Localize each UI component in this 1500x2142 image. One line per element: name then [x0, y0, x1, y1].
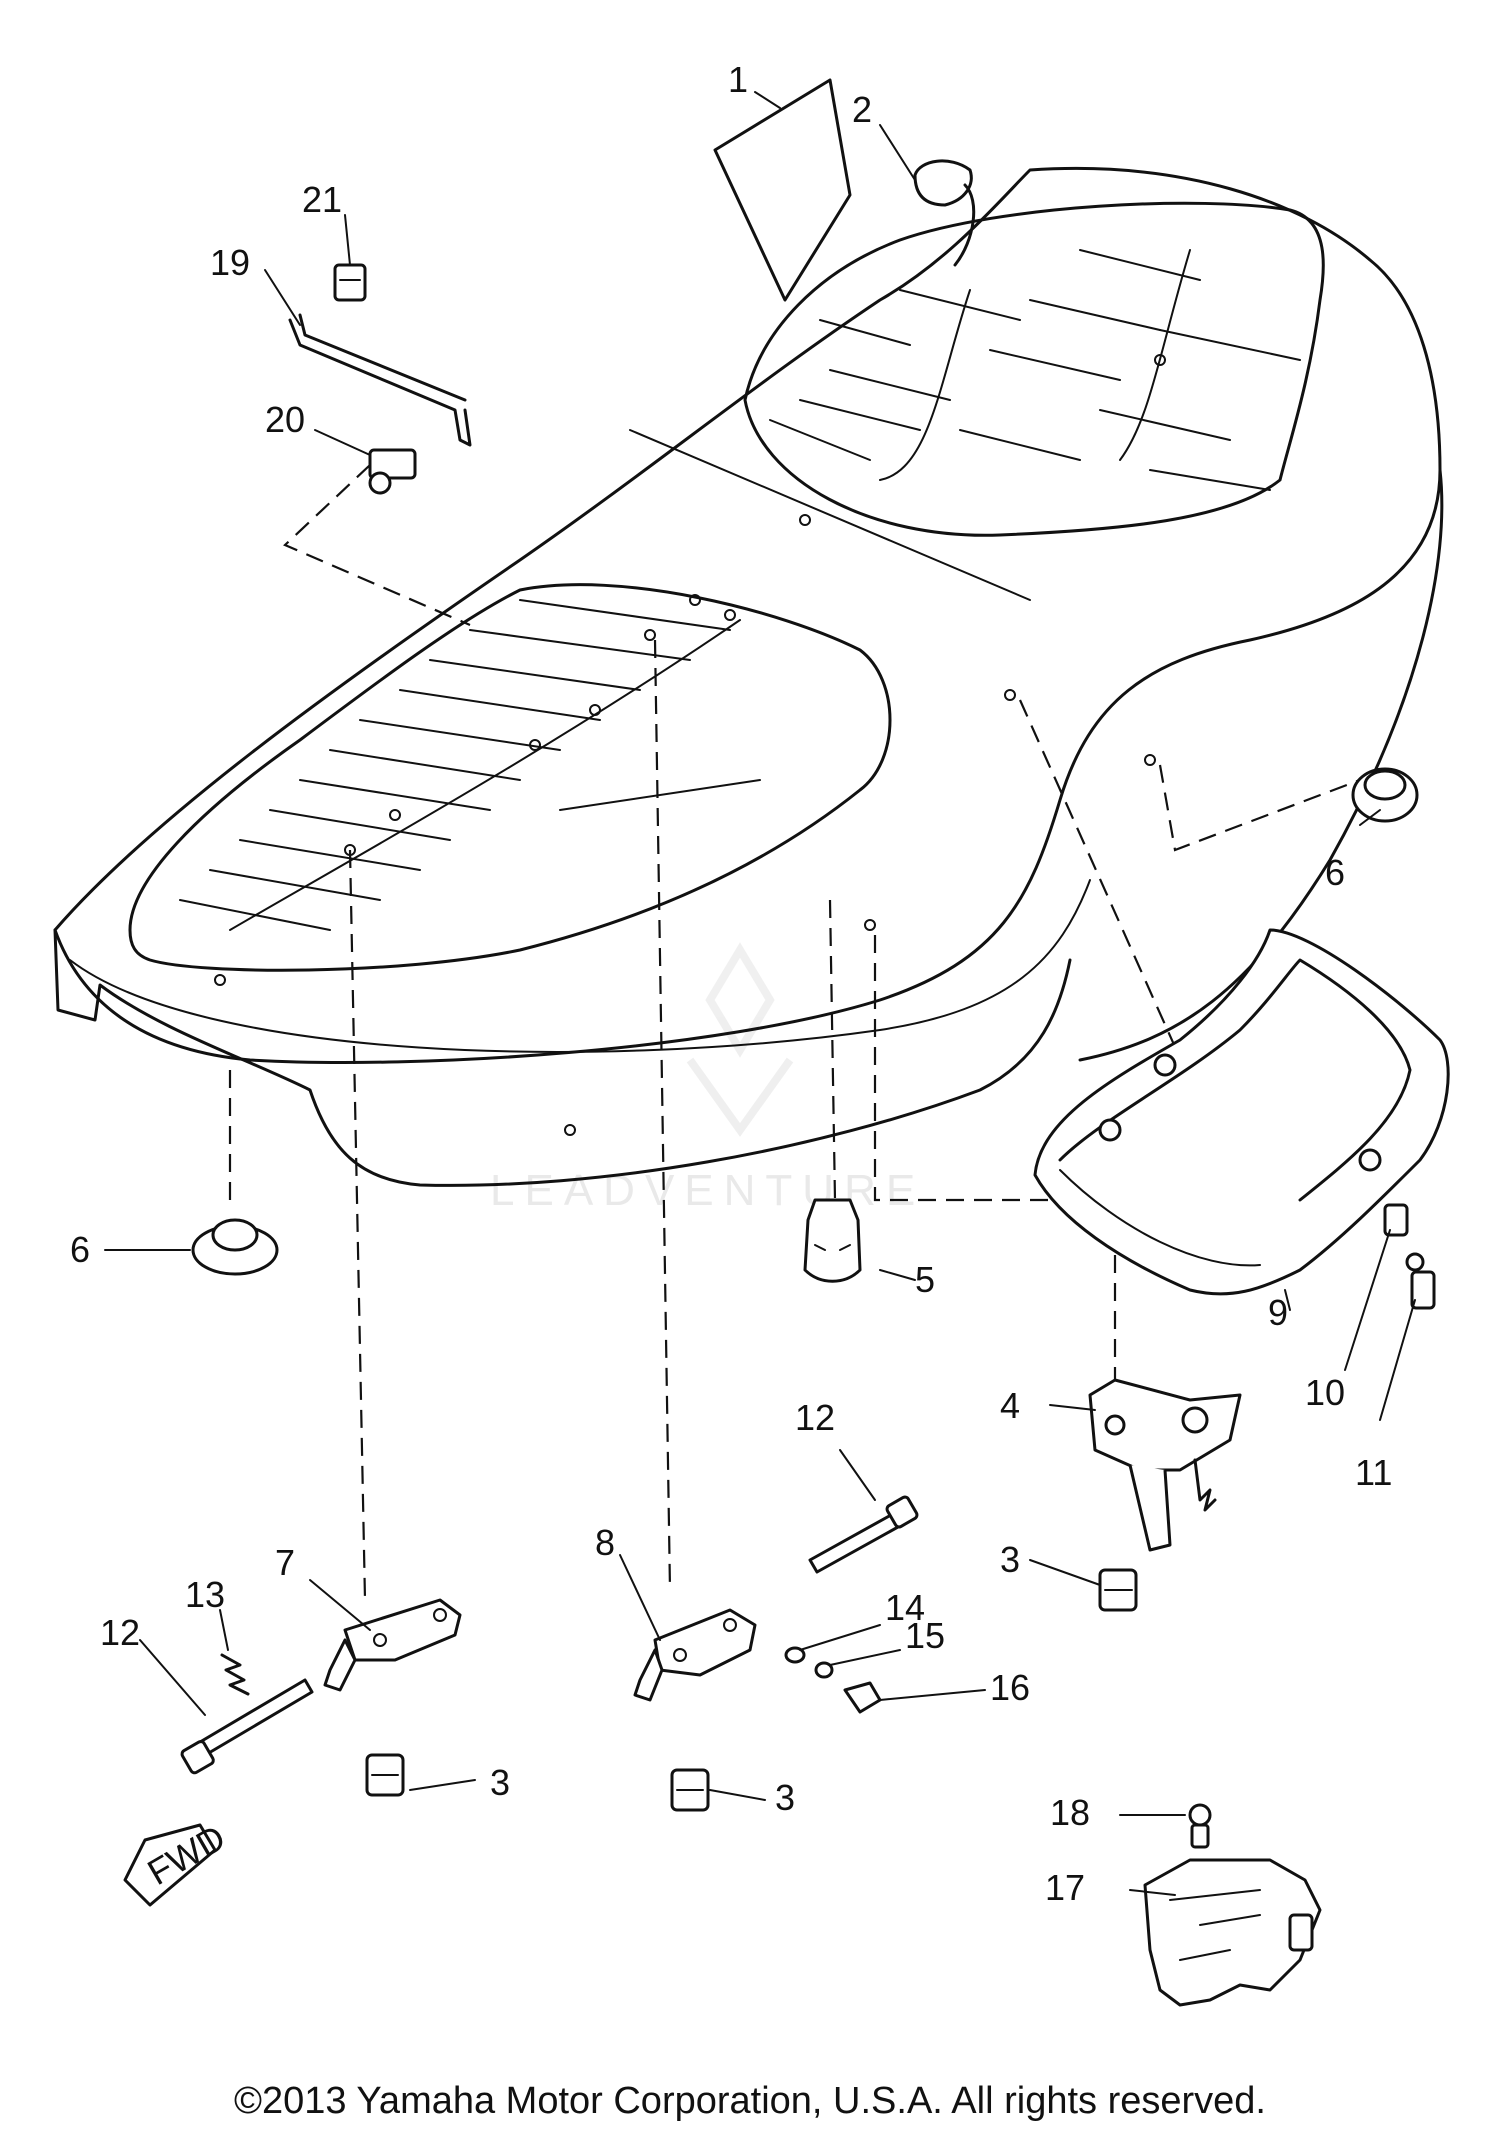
- part-15-washer: [814, 1661, 834, 1679]
- callout-6b: 6: [70, 1229, 90, 1270]
- callout-20: 20: [265, 399, 305, 440]
- callout-15: 15: [905, 1615, 945, 1656]
- part-20-fastener: [368, 448, 417, 495]
- part-5-damper: [803, 1198, 862, 1283]
- part-3-nut-b: [365, 1753, 405, 1797]
- part-13-spring: [220, 1653, 250, 1696]
- part-17-latch: [1143, 1858, 1322, 2007]
- callout-12a: 12: [100, 1612, 140, 1653]
- callout-3c: 3: [775, 1777, 795, 1818]
- callout-3b: 3: [490, 1762, 510, 1803]
- part-14-washer: [784, 1646, 806, 1664]
- part-21-bolt: [333, 263, 367, 302]
- callout-14: 14: [885, 1587, 925, 1628]
- part-6-grommet-rear: [1351, 767, 1419, 823]
- copyright-notice: ©2013 Yamaha Motor Corporation, U.S.A. A…: [234, 2080, 1266, 2122]
- part-8-bracket: [633, 1608, 757, 1702]
- callout-3a: 3: [1000, 1539, 1020, 1580]
- part-2-clip: [913, 159, 976, 267]
- part-4-bracket: [1088, 1378, 1242, 1552]
- callout-2: 2: [852, 89, 872, 130]
- callout-18: 18: [1050, 1792, 1090, 1833]
- part-3-nut-a: [1098, 1568, 1138, 1612]
- callout-6a: 6: [1325, 852, 1345, 893]
- part-1-label-plate: [713, 78, 852, 302]
- callout-4: 4: [1000, 1385, 1020, 1426]
- callout-1: 1: [728, 59, 748, 100]
- leader-lines: [104, 91, 1416, 1896]
- watermark-text: LEADVENTURE: [490, 1166, 925, 1215]
- callout-13: 13: [185, 1574, 225, 1615]
- callout-19: 19: [210, 242, 250, 283]
- callout-12b: 12: [795, 1397, 835, 1438]
- part-3-nut-c: [670, 1768, 710, 1812]
- callout-17: 17: [1045, 1867, 1085, 1908]
- callout-10: 10: [1305, 1372, 1345, 1413]
- callout-11: 11: [1355, 1452, 1392, 1493]
- part-16-nut: [843, 1681, 882, 1714]
- seat-assembly: [53, 166, 1444, 1187]
- part-12-bolt-a: [180, 1678, 314, 1775]
- part-6-grommet-front: [191, 1218, 279, 1276]
- part-10-bolt: [1383, 1203, 1409, 1237]
- callout-numbers: 1 2 3 3 3 4 5 6 6 7 8 9 10 11 12 12 13 1…: [70, 59, 1392, 1908]
- part-9-tray: [1033, 928, 1450, 1296]
- part-7-bracket: [323, 1598, 462, 1692]
- part-18-bolt: [1188, 1803, 1212, 1849]
- part-11-bolt: [1405, 1252, 1436, 1310]
- callout-8: 8: [595, 1522, 615, 1563]
- part-19-rod: [288, 313, 472, 447]
- fwd-arrow: FWD: [123, 1817, 232, 1907]
- callout-16: 16: [990, 1667, 1030, 1708]
- callout-7: 7: [275, 1542, 295, 1583]
- callout-21: 21: [302, 179, 342, 220]
- callout-5: 5: [915, 1259, 935, 1300]
- watermark-logo: [686, 942, 794, 1137]
- callout-9: 9: [1268, 1292, 1288, 1333]
- part-12-bolt-b: [808, 1495, 919, 1574]
